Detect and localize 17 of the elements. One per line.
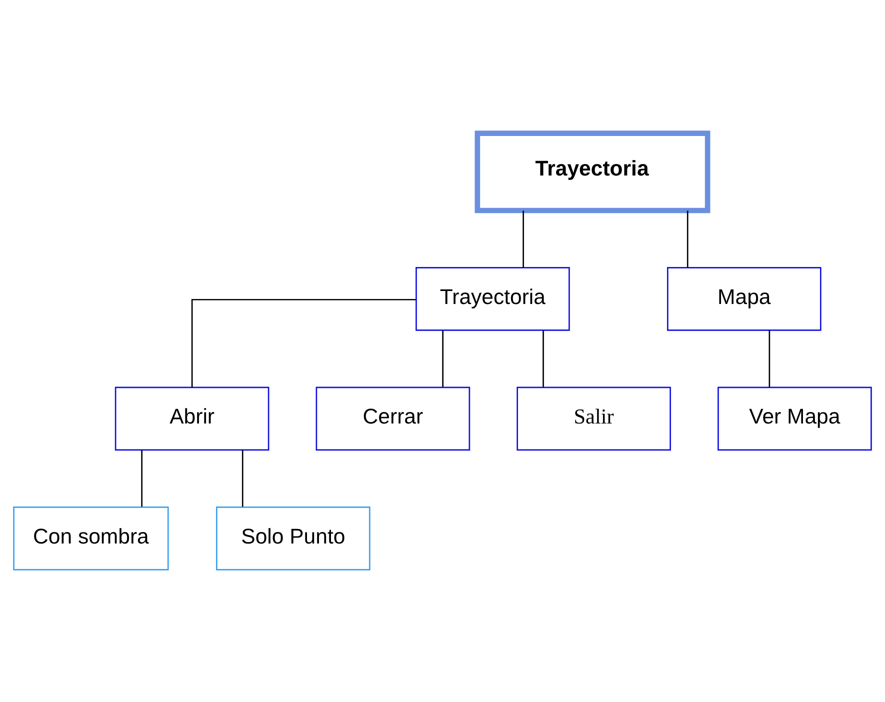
node-box: Trayectoria: [416, 266, 570, 330]
node-box: Con sombra: [13, 506, 169, 570]
connector: [442, 330, 444, 387]
connector: [191, 298, 416, 387]
node-box: Solo Punto: [216, 506, 370, 570]
connector: [542, 330, 544, 387]
connector: [242, 450, 244, 506]
connector: [768, 330, 770, 387]
connector: [141, 450, 142, 506]
node-box: Salir: [516, 386, 671, 450]
connector: [686, 210, 688, 268]
node-box: Mapa: [667, 266, 822, 330]
connector: [522, 210, 524, 268]
node-box: Trayectoria: [474, 130, 710, 213]
node-box: Cerrar: [316, 386, 470, 450]
node-box: Abrir: [114, 386, 270, 450]
node-box: Ver Mapa: [718, 386, 872, 450]
